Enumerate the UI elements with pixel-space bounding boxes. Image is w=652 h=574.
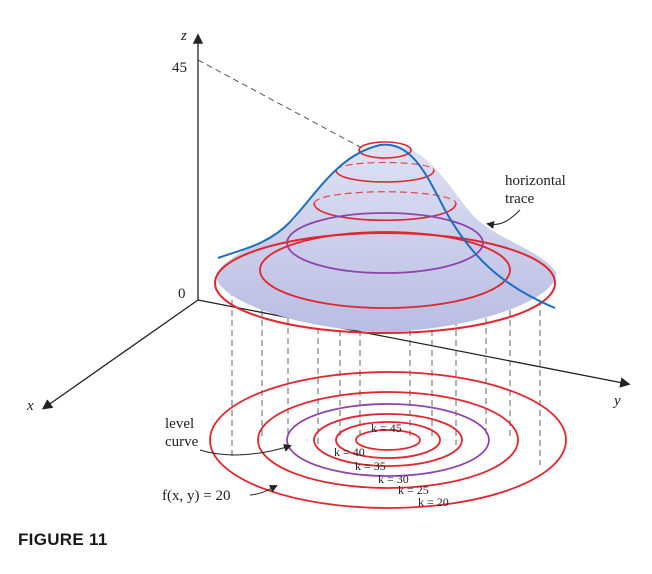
x-axis-label: x — [26, 398, 34, 414]
surface-ring-k45 — [358, 141, 412, 159]
level-label-k25: k = 25 — [398, 483, 429, 497]
surface-trace-curve — [217, 143, 556, 309]
axes — [41, 33, 631, 410]
level-curve-label-line2: curve — [165, 434, 199, 450]
figure-caption: FIGURE 11 — [18, 530, 108, 549]
y-axis — [197, 299, 631, 388]
surface — [214, 141, 557, 334]
z-axis-label: z — [180, 28, 187, 44]
top-reference-dashed-line — [197, 59, 363, 149]
contour-k35 — [313, 413, 463, 467]
level-label-k20: k = 20 — [418, 495, 449, 509]
surface-body — [215, 144, 557, 332]
contour-k40 — [335, 421, 441, 459]
contour-map — [209, 371, 567, 509]
level-label-k40: k = 40 — [334, 445, 365, 459]
z-tick-45: 45 — [172, 60, 187, 76]
origin-tick-0: 0 — [178, 286, 186, 302]
contour-k20 — [209, 371, 567, 509]
contour-k30 — [286, 403, 490, 477]
horizontal-trace-label-line1: horizontal — [505, 173, 566, 189]
horizontal-trace-pointer — [486, 209, 521, 229]
level-label-k45: k = 45 — [371, 421, 402, 435]
contour-k25 — [257, 391, 519, 489]
y-axis-label: y — [612, 393, 621, 409]
level-label-k35: k = 35 — [355, 459, 386, 473]
surface-ring-k35 — [313, 202, 457, 222]
surface-ring-k40 — [335, 169, 435, 183]
level-label-k30: k = 30 — [378, 472, 409, 486]
x-axis — [41, 299, 199, 410]
horizontal-trace-label-line2: trace — [505, 191, 534, 207]
contour-k45 — [355, 429, 421, 451]
level-curve-pointer — [199, 443, 292, 456]
level-labels: k = 45 k = 40 k = 35 k = 30 k = 25 k = 2… — [334, 421, 449, 509]
surface-ring-k20 — [214, 232, 556, 334]
equation-label: f(x, y) = 20 — [162, 488, 230, 504]
equation-pointer — [249, 485, 278, 496]
level-curve-label-line1: level — [165, 416, 194, 432]
